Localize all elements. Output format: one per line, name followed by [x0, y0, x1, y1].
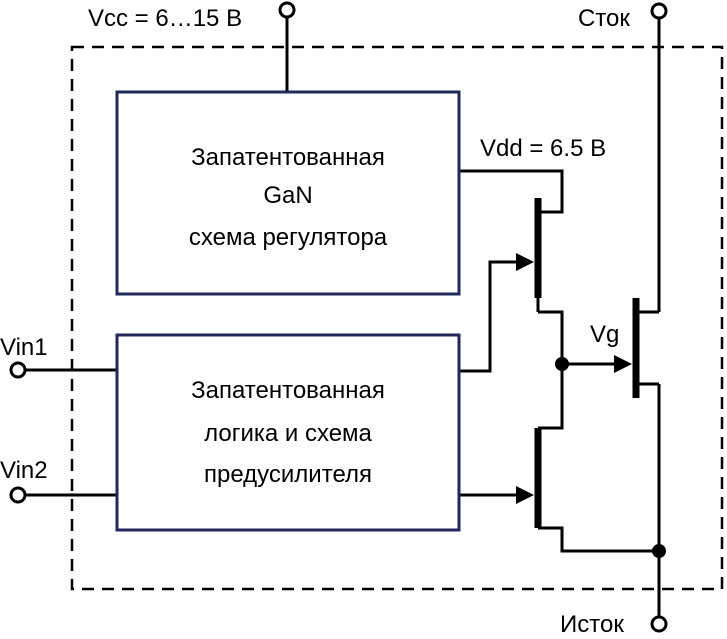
vg-junction-dot	[555, 357, 569, 371]
logic-block-line3: предусилителя	[204, 461, 372, 488]
lower-transistor-arrow	[516, 486, 534, 504]
drain-terminal	[650, 2, 668, 20]
vin2-label: Vin2	[0, 457, 48, 484]
drain-label: Сток	[578, 5, 630, 32]
logic-to-upper-gate-wire	[459, 260, 520, 373]
output-transistor	[614, 298, 659, 398]
package-outline	[70, 45, 724, 591]
vin2-terminal	[9, 486, 27, 504]
logic-block	[115, 333, 461, 532]
regulator-block-line2: GaN	[263, 182, 312, 209]
lower-source-wire	[538, 526, 659, 553]
source-junction-dot	[652, 544, 666, 558]
vg-label: Vg	[590, 321, 619, 348]
vdd-wire	[459, 169, 564, 214]
logic-block-line2: логика и схема	[204, 420, 372, 447]
output-transistor-arrow	[614, 355, 632, 373]
regulator-block-line3: схема регулятора	[189, 224, 388, 251]
source-terminal	[650, 615, 668, 633]
logic-block-line1: Запатентованная	[191, 377, 385, 404]
vcc-label: Vcc = 6…15 В	[88, 5, 242, 32]
vin1-terminal	[9, 361, 27, 379]
regulator-block	[115, 90, 461, 296]
regulator-block-line1: Запатентованная	[191, 144, 385, 171]
vcc-terminal	[278, 1, 296, 19]
lower-transistor	[516, 428, 542, 528]
upper-transistor-arrow	[516, 253, 534, 271]
terminals	[9, 1, 668, 633]
vin1-label: Vin1	[0, 334, 48, 361]
wires	[25, 17, 661, 617]
source-label: Исток	[560, 611, 624, 638]
upper-transistor	[516, 198, 542, 312]
vdd-label: Vdd = 6.5 В	[480, 135, 606, 162]
